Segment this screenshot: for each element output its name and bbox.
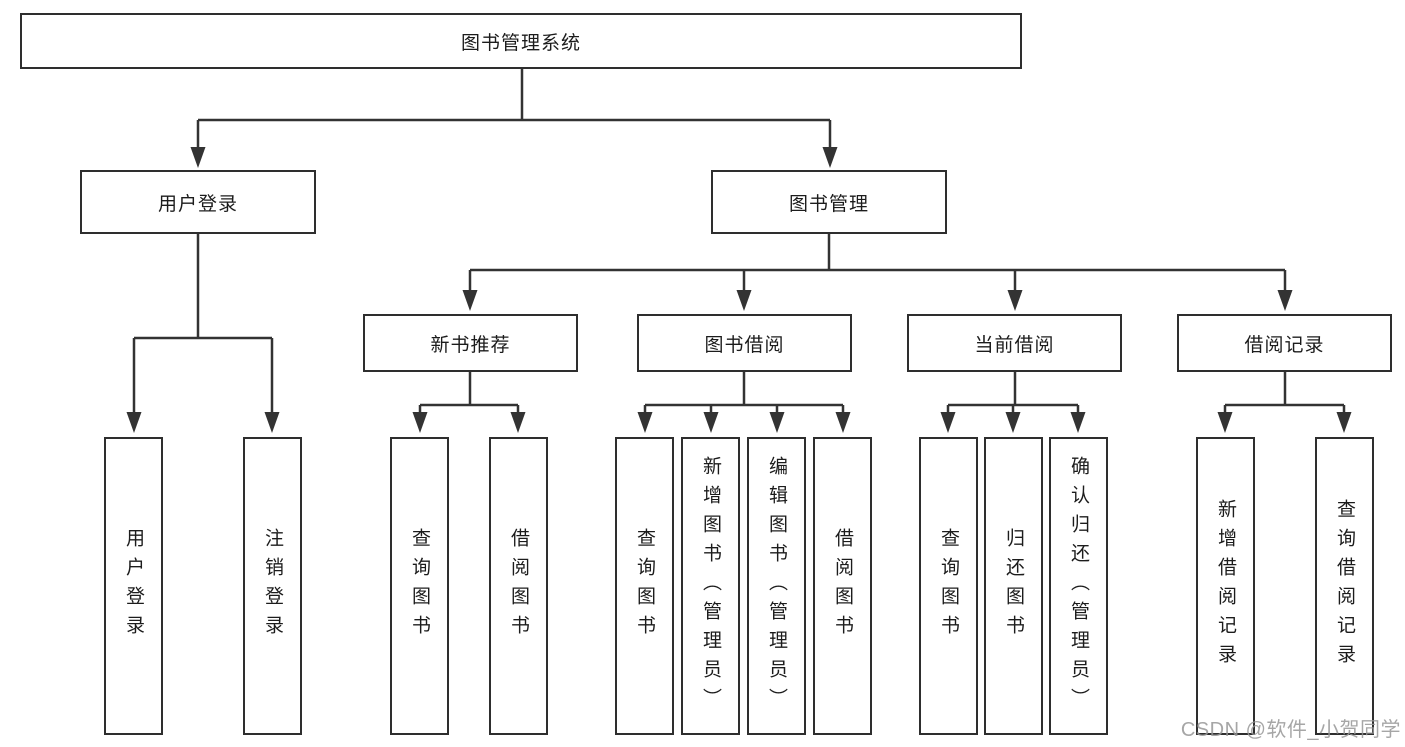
node-book-borrowing-label: 图书借阅 xyxy=(704,334,785,356)
node-recommend-borrow-book: 借阅图书 xyxy=(489,437,548,735)
node-current-borrowing: 当前借阅 xyxy=(907,314,1122,372)
node-records-query-record-label: 查询借阅记录 xyxy=(1334,499,1355,673)
node-current-borrowing-label: 当前借阅 xyxy=(974,334,1055,356)
node-borrowing-query-book-label: 查询图书 xyxy=(634,528,655,644)
node-user-login-label: 用户登录 xyxy=(157,193,238,215)
arrowheads-records-leaves xyxy=(1217,412,1352,433)
node-borrowing-borrow-book: 借阅图书 xyxy=(813,437,872,735)
arrowheads-current-leaves xyxy=(940,412,1086,433)
edge-records-to-leaves xyxy=(1223,372,1346,414)
node-new-book-recommend: 新书推荐 xyxy=(363,314,578,372)
node-new-book-recommend-label: 新书推荐 xyxy=(430,334,511,356)
edge-book-management-to-level3 xyxy=(468,234,1287,292)
node-book-borrowing: 图书借阅 xyxy=(637,314,852,372)
node-records-query-record: 查询借阅记录 xyxy=(1315,437,1374,735)
node-borrowing-edit-book: 编辑图书（管理员） xyxy=(747,437,806,735)
node-recommend-borrow-book-label: 借阅图书 xyxy=(508,528,529,644)
node-current-confirm-return-label: 确认归还（管理员） xyxy=(1068,455,1089,717)
edge-recommend-to-leaves xyxy=(418,372,520,414)
arrowheads-level2 xyxy=(190,147,838,168)
node-records-add-record-label: 新增借阅记录 xyxy=(1215,499,1236,673)
node-user-login-leaf-label: 用户登录 xyxy=(123,528,144,644)
node-current-return-book-label: 归还图书 xyxy=(1003,528,1024,644)
node-borrowing-query-book: 查询图书 xyxy=(615,437,674,735)
node-borrowing-records-label: 借阅记录 xyxy=(1244,334,1325,356)
node-logout-leaf: 注销登录 xyxy=(243,437,302,735)
node-root-label: 图书管理系统 xyxy=(460,32,581,54)
node-current-return-book: 归还图书 xyxy=(984,437,1043,735)
node-borrowing-add-book: 新增图书（管理员） xyxy=(681,437,740,735)
node-recommend-query-book: 查询图书 xyxy=(390,437,449,735)
node-records-add-record: 新增借阅记录 xyxy=(1196,437,1255,735)
node-current-confirm-return: 确认归还（管理员） xyxy=(1049,437,1108,735)
arrowheads-borrowing-leaves xyxy=(637,412,851,433)
node-borrowing-borrow-book-label: 借阅图书 xyxy=(832,528,853,644)
node-current-query-book: 查询图书 xyxy=(919,437,978,735)
csdn-watermark: CSDN @软件_小贺同学 xyxy=(1180,719,1401,741)
edge-current-to-leaves xyxy=(946,372,1080,414)
node-current-query-book-label: 查询图书 xyxy=(938,528,959,644)
arrowheads-recommend-leaves xyxy=(412,412,526,433)
node-borrowing-edit-book-label: 编辑图书（管理员） xyxy=(766,455,787,717)
node-borrowing-records: 借阅记录 xyxy=(1177,314,1392,372)
node-borrowing-add-book-label: 新增图书（管理员） xyxy=(700,455,721,717)
node-logout-leaf-label: 注销登录 xyxy=(262,528,283,644)
edge-user-login-to-leaves xyxy=(132,234,274,414)
arrowheads-level3 xyxy=(462,290,1293,311)
node-root: 图书管理系统 xyxy=(20,13,1022,69)
node-recommend-query-book-label: 查询图书 xyxy=(409,528,430,644)
edge-root-to-level2 xyxy=(196,69,832,149)
node-user-login: 用户登录 xyxy=(80,170,316,234)
node-book-management-label: 图书管理 xyxy=(788,193,869,215)
edge-borrowing-to-leaves xyxy=(643,372,845,414)
arrowheads-user-login-leaves xyxy=(126,412,280,433)
node-book-management: 图书管理 xyxy=(711,170,947,234)
node-user-login-leaf: 用户登录 xyxy=(104,437,163,735)
